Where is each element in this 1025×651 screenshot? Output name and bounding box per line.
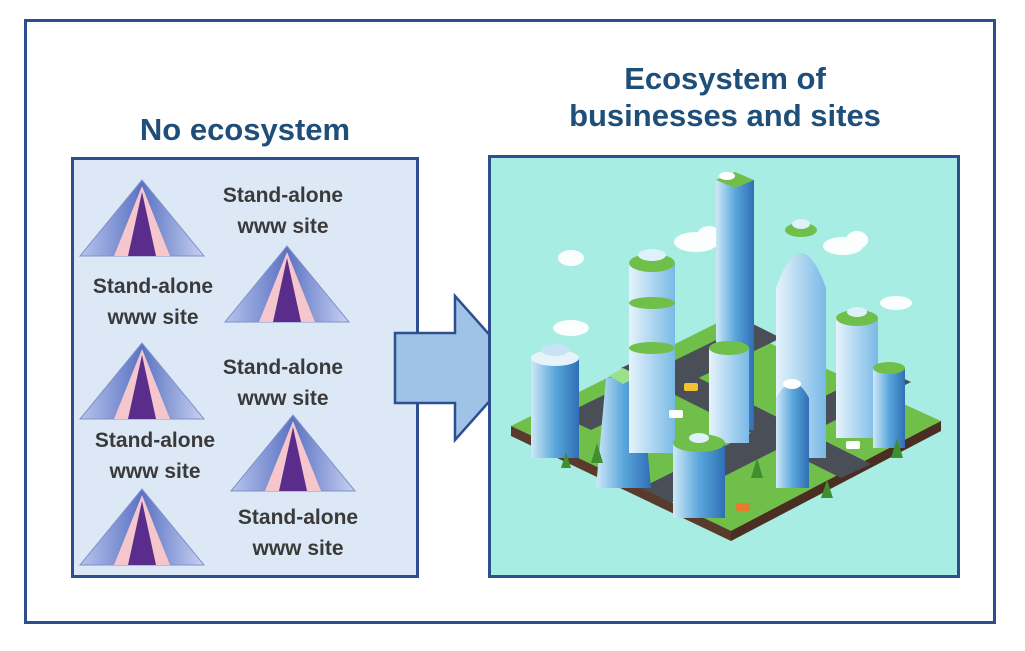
- tree-icon: [561, 438, 903, 498]
- site-label: Stand-alone www site: [208, 352, 358, 414]
- site-label-line1: Stand-alone: [94, 429, 216, 452]
- site-label-line2: www site: [109, 460, 201, 483]
- no-ecosystem-heading: No ecosystem: [139, 112, 351, 147]
- site-label-line2: www site: [252, 537, 344, 560]
- pyramid-tent-icon: [78, 179, 206, 257]
- pyramid-tent-icon: [78, 488, 206, 566]
- city-building: [836, 307, 905, 448]
- ecosystem-panel: [488, 155, 960, 578]
- cloud-icon: [553, 226, 912, 336]
- site-label-line2: www site: [237, 387, 329, 410]
- ecosystem-heading-line1: Ecosystem of: [624, 61, 826, 96]
- city-building: [709, 341, 749, 443]
- site-label-line1: Stand-alone: [222, 184, 344, 207]
- site-label: Stand-alone www site: [80, 425, 230, 487]
- site-label: Stand-alone www site: [223, 502, 373, 564]
- car-icon: [669, 383, 860, 511]
- city-building: [776, 379, 809, 488]
- pyramid-tent-icon: [223, 245, 351, 323]
- city-building: [629, 249, 675, 453]
- right-arrow-icon: [393, 293, 521, 443]
- site-label-line1: Stand-alone: [222, 356, 344, 379]
- ecosystem-heading-line2: businesses and sites: [569, 98, 881, 134]
- site-label-line1: Stand-alone: [92, 275, 214, 298]
- city-building: [673, 433, 725, 518]
- ecosystem-heading: Ecosystem of businesses and sites: [490, 60, 960, 134]
- site-label-line1: Stand-alone: [237, 506, 359, 529]
- site-label-line2: www site: [237, 215, 329, 238]
- site-label-line2: www site: [107, 306, 199, 329]
- site-label: Stand-alone www site: [78, 271, 228, 333]
- pyramid-tent-icon: [78, 342, 206, 420]
- isometric-smart-city-illustration: [511, 172, 941, 541]
- site-label: Stand-alone www site: [208, 180, 358, 242]
- city-building: [531, 344, 579, 458]
- pyramid-tent-icon: [229, 414, 357, 492]
